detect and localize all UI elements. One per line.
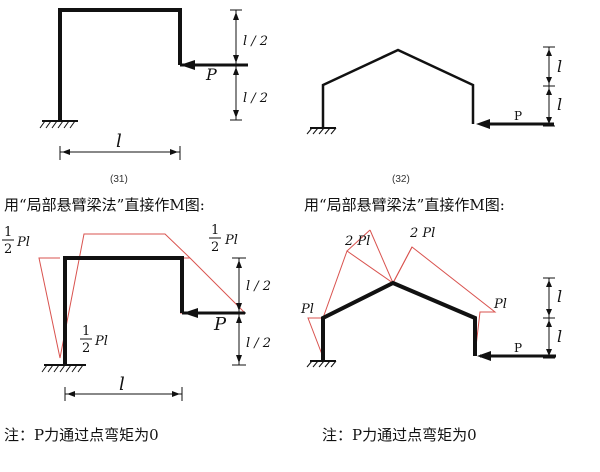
dim-half-top-31: l / 2 bbox=[243, 34, 268, 49]
figure-32: P l l (32) bbox=[306, 46, 562, 185]
moment-diagram-32: P 2 Pl 2 Pl Pl Pl l l bbox=[300, 226, 562, 368]
figure-label-32: (32) bbox=[392, 174, 410, 185]
dim-half-bottom-31b: l / 2 bbox=[246, 336, 271, 351]
svg-text:1: 1 bbox=[4, 225, 12, 240]
dim-top-32: l bbox=[557, 57, 562, 76]
load-label-32: P bbox=[514, 109, 522, 123]
figure-31: P l / 2 l / 2 bbox=[39, 8, 268, 185]
load-arrowhead-32 bbox=[476, 119, 490, 129]
frame-31 bbox=[58, 8, 182, 120]
dim-top-32b: l bbox=[557, 287, 562, 306]
dim-span-31b: l bbox=[119, 374, 125, 395]
svg-text:1: 1 bbox=[82, 324, 90, 339]
dim-half-top-31b: l / 2 bbox=[246, 279, 271, 294]
frame-32 bbox=[321, 48, 475, 128]
vertical-dimension-31b bbox=[232, 257, 246, 366]
dim-half-bottom-31: l / 2 bbox=[243, 91, 268, 106]
vertical-dimension-32b bbox=[543, 277, 555, 359]
svg-text:2: 2 bbox=[211, 240, 219, 255]
fixed-support-32b bbox=[306, 360, 337, 368]
vertical-dimension-31 bbox=[230, 9, 242, 121]
load-arrowhead-31 bbox=[180, 60, 195, 70]
vertical-dimension-32 bbox=[543, 46, 555, 127]
svg-text:Pl: Pl bbox=[94, 334, 108, 349]
svg-text:2: 2 bbox=[4, 242, 12, 257]
method-caption-right: 用“局部悬臂梁法”直接作M图: bbox=[304, 196, 505, 214]
svg-text:1: 1 bbox=[211, 223, 219, 238]
moment-label-top-right-31: 1 2 Pl bbox=[209, 223, 238, 255]
moment-label-eave-left-32: Pl bbox=[300, 302, 314, 317]
svg-text:Pl: Pl bbox=[16, 235, 30, 250]
moment-diagram-31: P 1 2 Pl 1 2 Pl 1 2 Pl bbox=[2, 223, 271, 401]
moment-outline-32 bbox=[307, 246, 497, 358]
fixed-support-31b bbox=[41, 364, 86, 373]
load-label-31b: P bbox=[213, 314, 227, 335]
moment-label-peak-right-32: 2 Pl bbox=[409, 226, 435, 241]
svg-text:2: 2 bbox=[82, 341, 90, 356]
moment-outline-31 bbox=[38, 233, 247, 359]
note-right: 注：P力通过点弯矩为0 bbox=[322, 426, 477, 444]
dim-span-31: l bbox=[116, 131, 122, 152]
moment-label-bottom-31: 1 2 Pl bbox=[80, 324, 108, 356]
dim-bottom-32: l bbox=[557, 95, 562, 114]
load-label-32b: P bbox=[514, 341, 522, 355]
svg-text:Pl: Pl bbox=[224, 233, 238, 248]
horizontal-dimension-31b bbox=[64, 387, 183, 401]
fixed-support-31 bbox=[39, 120, 78, 129]
dim-bottom-32b: l bbox=[557, 327, 562, 346]
moment-label-peak-left-32: 2 Pl bbox=[344, 234, 370, 249]
horizontal-dimension-31 bbox=[59, 146, 181, 160]
note-left: 注：P力通过点弯矩为0 bbox=[4, 426, 159, 444]
frame-31b bbox=[63, 256, 184, 364]
fixed-support-32 bbox=[306, 127, 337, 135]
moment-label-eave-right-32: Pl bbox=[493, 297, 507, 312]
figure-label-31: (31) bbox=[110, 174, 128, 185]
load-label-31: P bbox=[205, 65, 217, 84]
load-arrowhead-32b bbox=[477, 351, 491, 361]
method-caption-left: 用“局部悬臂梁法”直接作M图: bbox=[4, 196, 205, 214]
frame-32b bbox=[321, 280, 477, 360]
moment-label-top-left-31: 1 2 Pl bbox=[2, 225, 30, 257]
load-arrowhead-31b bbox=[183, 308, 198, 318]
